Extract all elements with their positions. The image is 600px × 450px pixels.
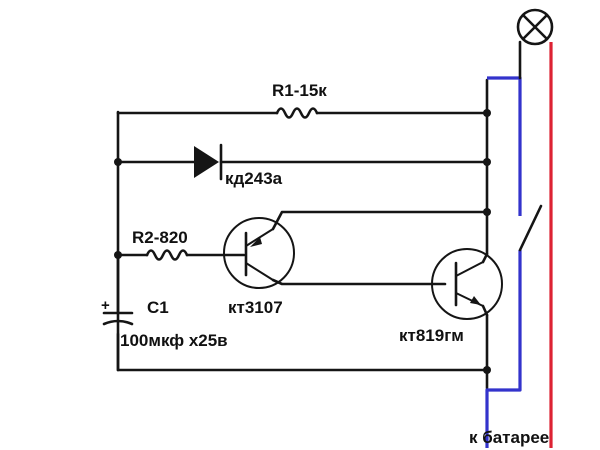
capacitor-c1: + C1 100мкф х25в [101,253,228,350]
resistor-icon [145,249,189,261]
junction-dot [483,109,491,117]
diode-branch: кд243а [116,143,489,188]
q2-bottom-wire [481,304,489,317]
switch-icon [518,204,543,252]
c1-plus-sign: + [101,297,110,314]
lamp-icon [516,8,554,46]
q1-bottom-wire [271,278,447,286]
resistor-icon [275,107,319,119]
r2-branch: R2-820 [116,228,246,261]
c1-label: C1 [147,298,169,317]
junction-dot [483,208,491,216]
transistor-q2: кт819гм [399,248,503,345]
junction-dot [483,158,491,166]
q2-top-wire [481,252,489,264]
bottom-wire [116,332,489,372]
transistor-icon [223,217,295,289]
c1-value-label: 100мкф х25в [120,331,228,350]
r2-label: R2-820 [132,228,188,247]
q1-label: кт3107 [228,298,283,317]
r1-label: R1-15к [272,81,327,100]
diode-label: кд243а [225,169,283,188]
blue-wire [487,76,522,216]
blue-wire-lower [485,250,522,448]
q2-label: кт819гм [399,326,464,345]
battery-label: к батарее [469,428,549,447]
junction-dot [114,158,122,166]
diode-icon [194,143,223,181]
r1-branch: R1-15к [116,81,489,119]
q1-top-wire [271,210,489,231]
transistor-icon [431,248,503,320]
transistor-q1: кт3107 [223,210,489,317]
capacitor-icon [102,311,134,326]
